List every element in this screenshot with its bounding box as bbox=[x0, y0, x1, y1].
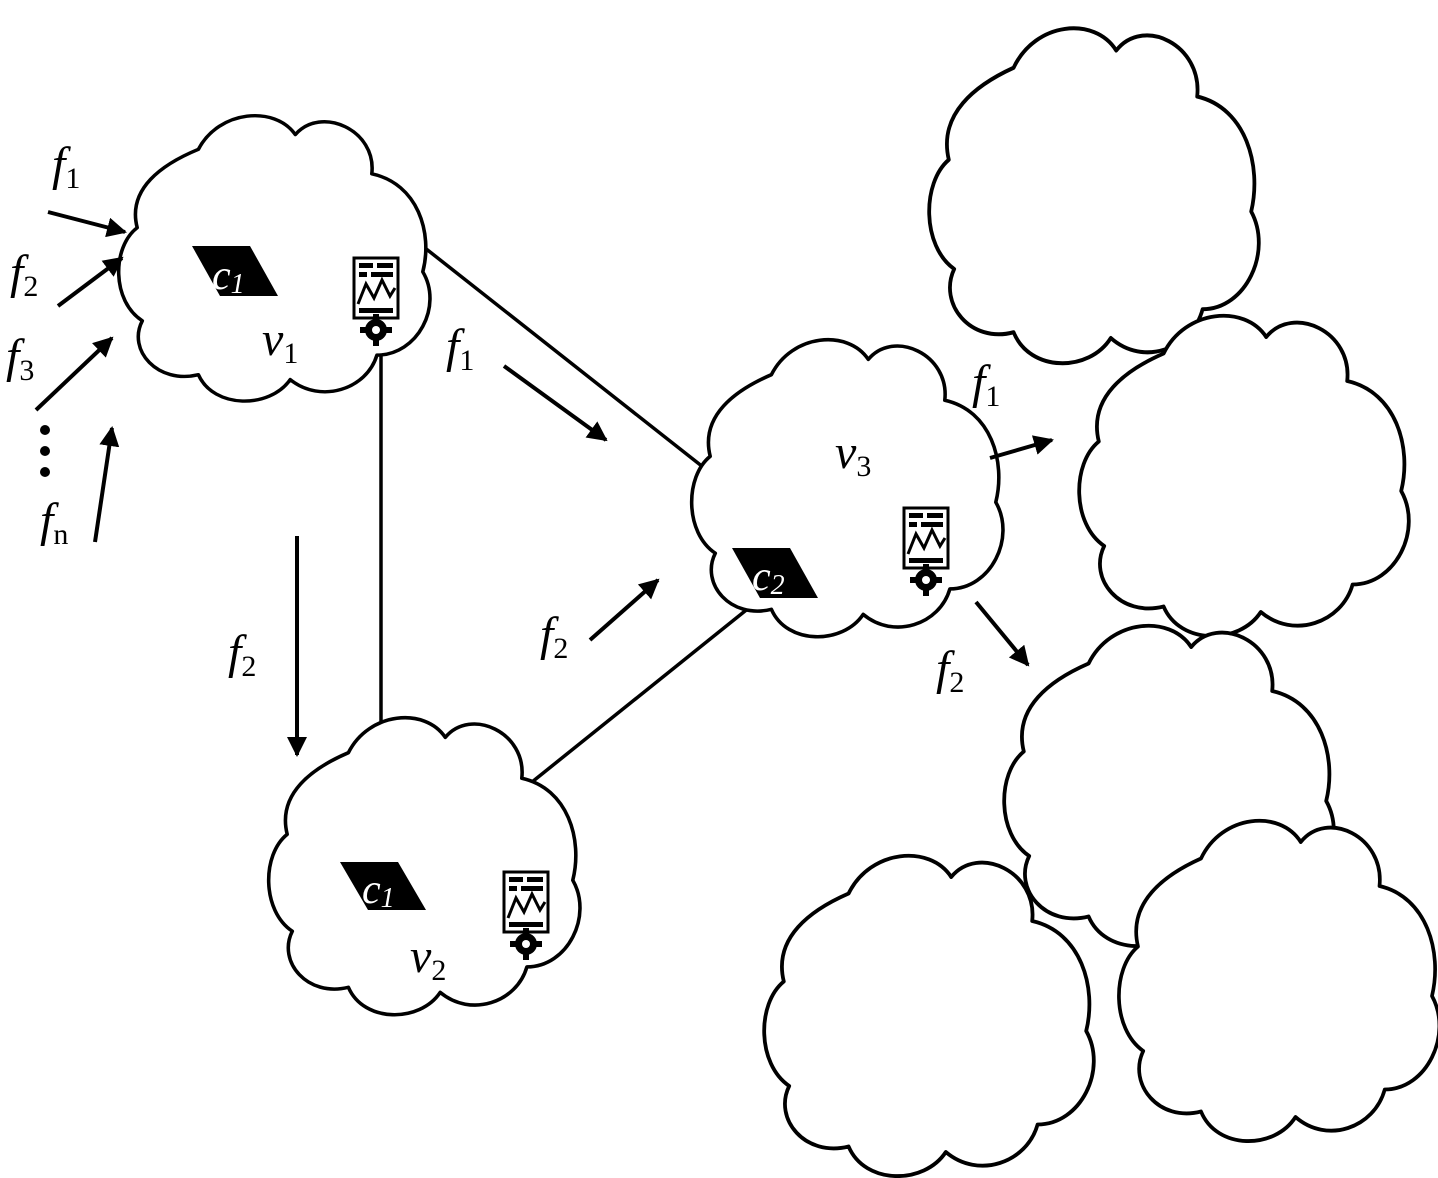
tag-label-v3: c2 bbox=[752, 554, 785, 601]
server-gear-icon bbox=[502, 870, 550, 962]
node-label-v2: v2 bbox=[410, 930, 446, 987]
flow-v2-v3: f2 bbox=[540, 578, 660, 665]
content-tag-icon: c2 bbox=[732, 548, 818, 601]
node-v3: c2 v3 bbox=[689, 337, 1005, 639]
cloud-top-right bbox=[929, 28, 1259, 363]
arrow-flow-v2-v3 bbox=[588, 578, 660, 642]
incoming-flows: f1 f2 f3 fn bbox=[6, 138, 127, 551]
arrow-out-2 bbox=[974, 600, 1030, 667]
node-label-v1: v1 bbox=[262, 313, 298, 370]
server-gear-icon bbox=[352, 256, 400, 348]
flow-label-v1-v2: f2 bbox=[228, 626, 256, 683]
node-label-v3: v3 bbox=[835, 426, 871, 483]
node-v1: c1 v1 bbox=[116, 113, 432, 403]
flow-v1-v3: f1 bbox=[446, 320, 608, 442]
arrow-flow-v1-v3 bbox=[502, 364, 608, 442]
arrow-input-3 bbox=[34, 336, 114, 412]
edge-v2-v3 bbox=[530, 601, 757, 784]
cloud-v3 bbox=[689, 337, 1005, 639]
flow-label-v1-v3: f1 bbox=[446, 320, 474, 377]
server-gear-icon bbox=[902, 506, 950, 598]
node-v2: c1 v2 bbox=[266, 715, 582, 1017]
arrow-input-n bbox=[93, 426, 120, 543]
content-tag-icon: c1 bbox=[192, 246, 278, 300]
arrow-input-2 bbox=[56, 256, 124, 308]
content-tag-icon: c1 bbox=[340, 862, 426, 914]
input-label-n: fn bbox=[40, 494, 68, 551]
input-label-1: f1 bbox=[52, 138, 80, 195]
input-label-3: f3 bbox=[6, 330, 34, 387]
flow-v1-v2: f2 bbox=[228, 536, 307, 757]
edge-v1-v3 bbox=[423, 246, 724, 484]
cloud-right bbox=[1077, 313, 1411, 639]
ellipsis-dot bbox=[40, 425, 50, 435]
tag-label-v1: c1 bbox=[212, 253, 245, 300]
out-label-2: f2 bbox=[936, 642, 964, 699]
out-label-1: f1 bbox=[972, 356, 1000, 413]
arrow-input-1 bbox=[47, 210, 127, 238]
arrow-out-1 bbox=[989, 435, 1054, 460]
ellipsis-dot bbox=[40, 467, 50, 477]
tag-label-v2: c1 bbox=[362, 867, 395, 914]
ellipsis-dot bbox=[40, 446, 50, 456]
input-label-2: f2 bbox=[10, 246, 38, 303]
flow-label-v2-v3: f2 bbox=[540, 608, 568, 665]
